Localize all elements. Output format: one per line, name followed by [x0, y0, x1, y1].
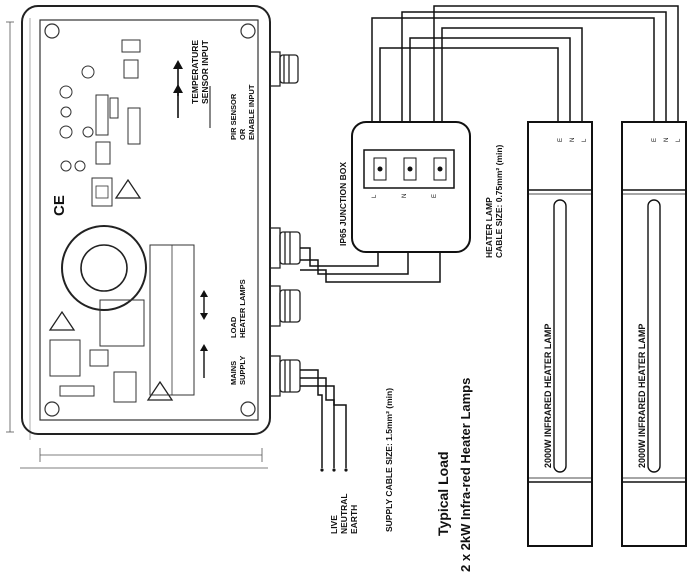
lamp-2-terminal-e: E — [652, 138, 658, 142]
earth-label: EARTH — [349, 505, 359, 534]
controller-enclosure — [6, 5, 271, 469]
svg-text:TEMPERATURE SENSOR INPUT: TEMPERATURE SENSOR INPUT — [190, 38, 210, 104]
caption-title: Typical Load — [435, 451, 451, 536]
supply-cable-size: SUPPLY CABLE SIZE: 1.5mm² (min) — [384, 388, 394, 532]
pir-label-line3: ENABLE INPUT — [247, 84, 256, 140]
caption-subtitle: 2 x 2kW Infra-red Heater Lamps — [458, 378, 473, 572]
svg-text:PIR SENSOR OR ENAB: PIR SENSOR OR ENABLE INPUT — [229, 84, 256, 140]
pir-label-line2: OR — [238, 128, 247, 140]
mains-label-line2: SUPPLY — [238, 356, 247, 385]
lamp-1-label: 2000W INFRARED HEATER LAMP — [543, 324, 553, 468]
cable-note: HEATER LAMP CABLE SIZE: 0.75mm² (min) — [484, 144, 504, 258]
wire-end — [344, 468, 348, 472]
arrow-icon — [200, 313, 208, 320]
arrow-icon — [200, 290, 208, 297]
arrow-icon — [173, 84, 183, 93]
cable-note-line1: HEATER LAMP — [484, 197, 494, 258]
junction-terminal-n: N — [402, 194, 408, 198]
lamp-1-terminal-n: N — [570, 138, 576, 142]
heater-lamp-1 — [527, 121, 593, 547]
svg-text:LOAD HEATER LAMPS: LOAD HEATER LAMPS — [229, 279, 247, 338]
junction-box-label: IP65 JUNCTION BOX — [338, 162, 348, 246]
ce-mark: CE — [51, 195, 68, 216]
heater-lamp-2 — [621, 121, 687, 547]
lamp-2-terminal-l: L — [676, 138, 682, 142]
load-output: LOAD HEATER LAMPS — [200, 279, 247, 338]
load-label-line2: HEATER LAMPS — [238, 279, 247, 338]
pir-label-line1: PIR SENSOR — [229, 93, 238, 140]
mains-supply-input: MAINS SUPPLY — [200, 344, 247, 385]
svg-text:MAINS SUPPLY: MAINS SUPPLY — [229, 356, 247, 385]
temperature-label-line1: TEMPERATURE — [190, 40, 200, 104]
supply-wire-labels: LIVE NEUTRAL EARTH — [329, 491, 359, 534]
cable-glands — [269, 51, 301, 397]
junction-terminal-l: L — [372, 194, 378, 198]
wire-end — [332, 468, 336, 472]
live-label: LIVE — [329, 515, 339, 534]
wire-end — [320, 468, 324, 472]
lamp-1-terminal-e: E — [558, 138, 564, 142]
wiring — [300, 5, 679, 468]
pir-input: PIR SENSOR OR ENABLE INPUT — [173, 84, 256, 140]
lamp-1-terminal-l: L — [582, 138, 588, 142]
temperature-label-line2: SENSOR INPUT — [200, 39, 210, 104]
arrow-icon — [200, 344, 208, 351]
junction-box — [351, 121, 471, 253]
cable-note-line2: CABLE SIZE: 0.75mm² (min) — [494, 144, 504, 258]
neutral-label: NEUTRAL — [339, 494, 349, 534]
mains-label-line1: MAINS — [229, 361, 238, 385]
lamp-2-label: 2000W INFRARED HEATER LAMP — [637, 324, 647, 468]
load-label-line1: LOAD — [229, 316, 238, 338]
junction-terminal-e: E — [432, 194, 438, 198]
lamp-2-terminal-n: N — [664, 138, 670, 142]
arrow-icon — [173, 60, 183, 69]
